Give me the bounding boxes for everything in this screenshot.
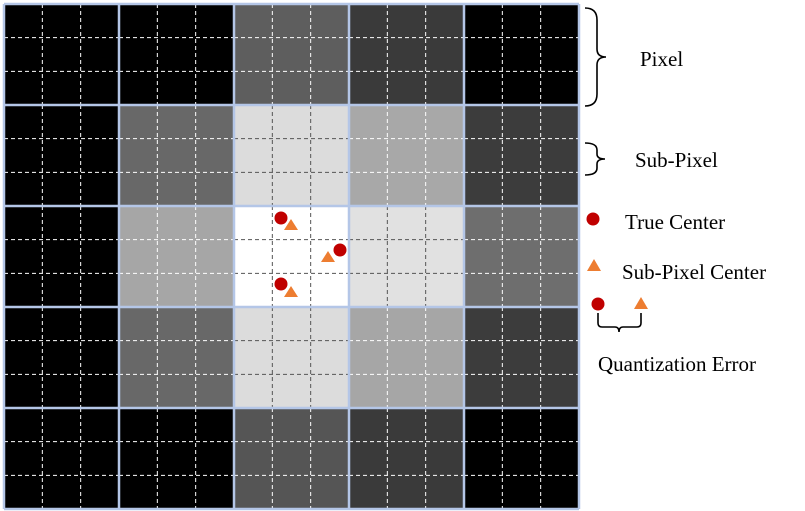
pixel-cell: [119, 4, 234, 105]
pixel-brace: [584, 7, 607, 107]
pixel-cell: [4, 105, 119, 206]
pixel-cell: [119, 307, 234, 408]
pixel-grid: [2, 2, 581, 511]
legend-error-true-center-marker: [591, 297, 605, 311]
pixel-cell: [4, 206, 119, 307]
legend-sub-pixel-center-label: Sub-Pixel Center: [622, 260, 766, 284]
pixel-cell: [464, 206, 579, 307]
pixel-cell: [234, 4, 349, 105]
quantization-error-brace: [597, 313, 642, 333]
pixel-cell: [464, 4, 579, 105]
pixel-cell: [234, 307, 349, 408]
true-center-marker: [274, 277, 288, 291]
pixel-cell: [4, 4, 119, 105]
pixel-cell: [234, 408, 349, 509]
true-center-marker: [333, 243, 347, 257]
pixel-cell: [464, 105, 579, 206]
pixel-cell: [234, 105, 349, 206]
legend-sub-pixel-center-marker: [587, 259, 601, 271]
pixel-cell: [464, 307, 579, 408]
sub-pixel-center-marker: [284, 219, 298, 230]
pixel-cell: [4, 408, 119, 509]
pixel-cell: [349, 307, 464, 408]
pixel-cell: [4, 307, 119, 408]
pixel-label: Pixel: [640, 47, 683, 71]
pixel-cell: [349, 4, 464, 105]
pixel-cell: [119, 206, 234, 307]
legend-true-center-label: True Center: [625, 210, 725, 234]
legend-error-sub-pixel-center-marker: [634, 297, 648, 309]
legend: True Center Sub-Pixel Center Quantizatio…: [586, 210, 766, 376]
pixel-cell: [349, 408, 464, 509]
legend-quantization-error-label: Quantization Error: [598, 352, 756, 376]
sub-pixel-label: Sub-Pixel: [635, 148, 718, 172]
sub-pixel-center-marker: [321, 251, 335, 262]
pixel-cell: [349, 206, 464, 307]
pixel-cell: [464, 408, 579, 509]
pixel-cell: [119, 105, 234, 206]
sub-pixel-center-marker: [284, 286, 298, 297]
true-center-marker: [274, 211, 288, 225]
sub-pixel-brace: [584, 142, 606, 176]
pixel-cell: [349, 105, 464, 206]
pixel-cell: [119, 408, 234, 509]
center-markers: [274, 211, 347, 297]
legend-true-center-marker: [586, 212, 600, 226]
